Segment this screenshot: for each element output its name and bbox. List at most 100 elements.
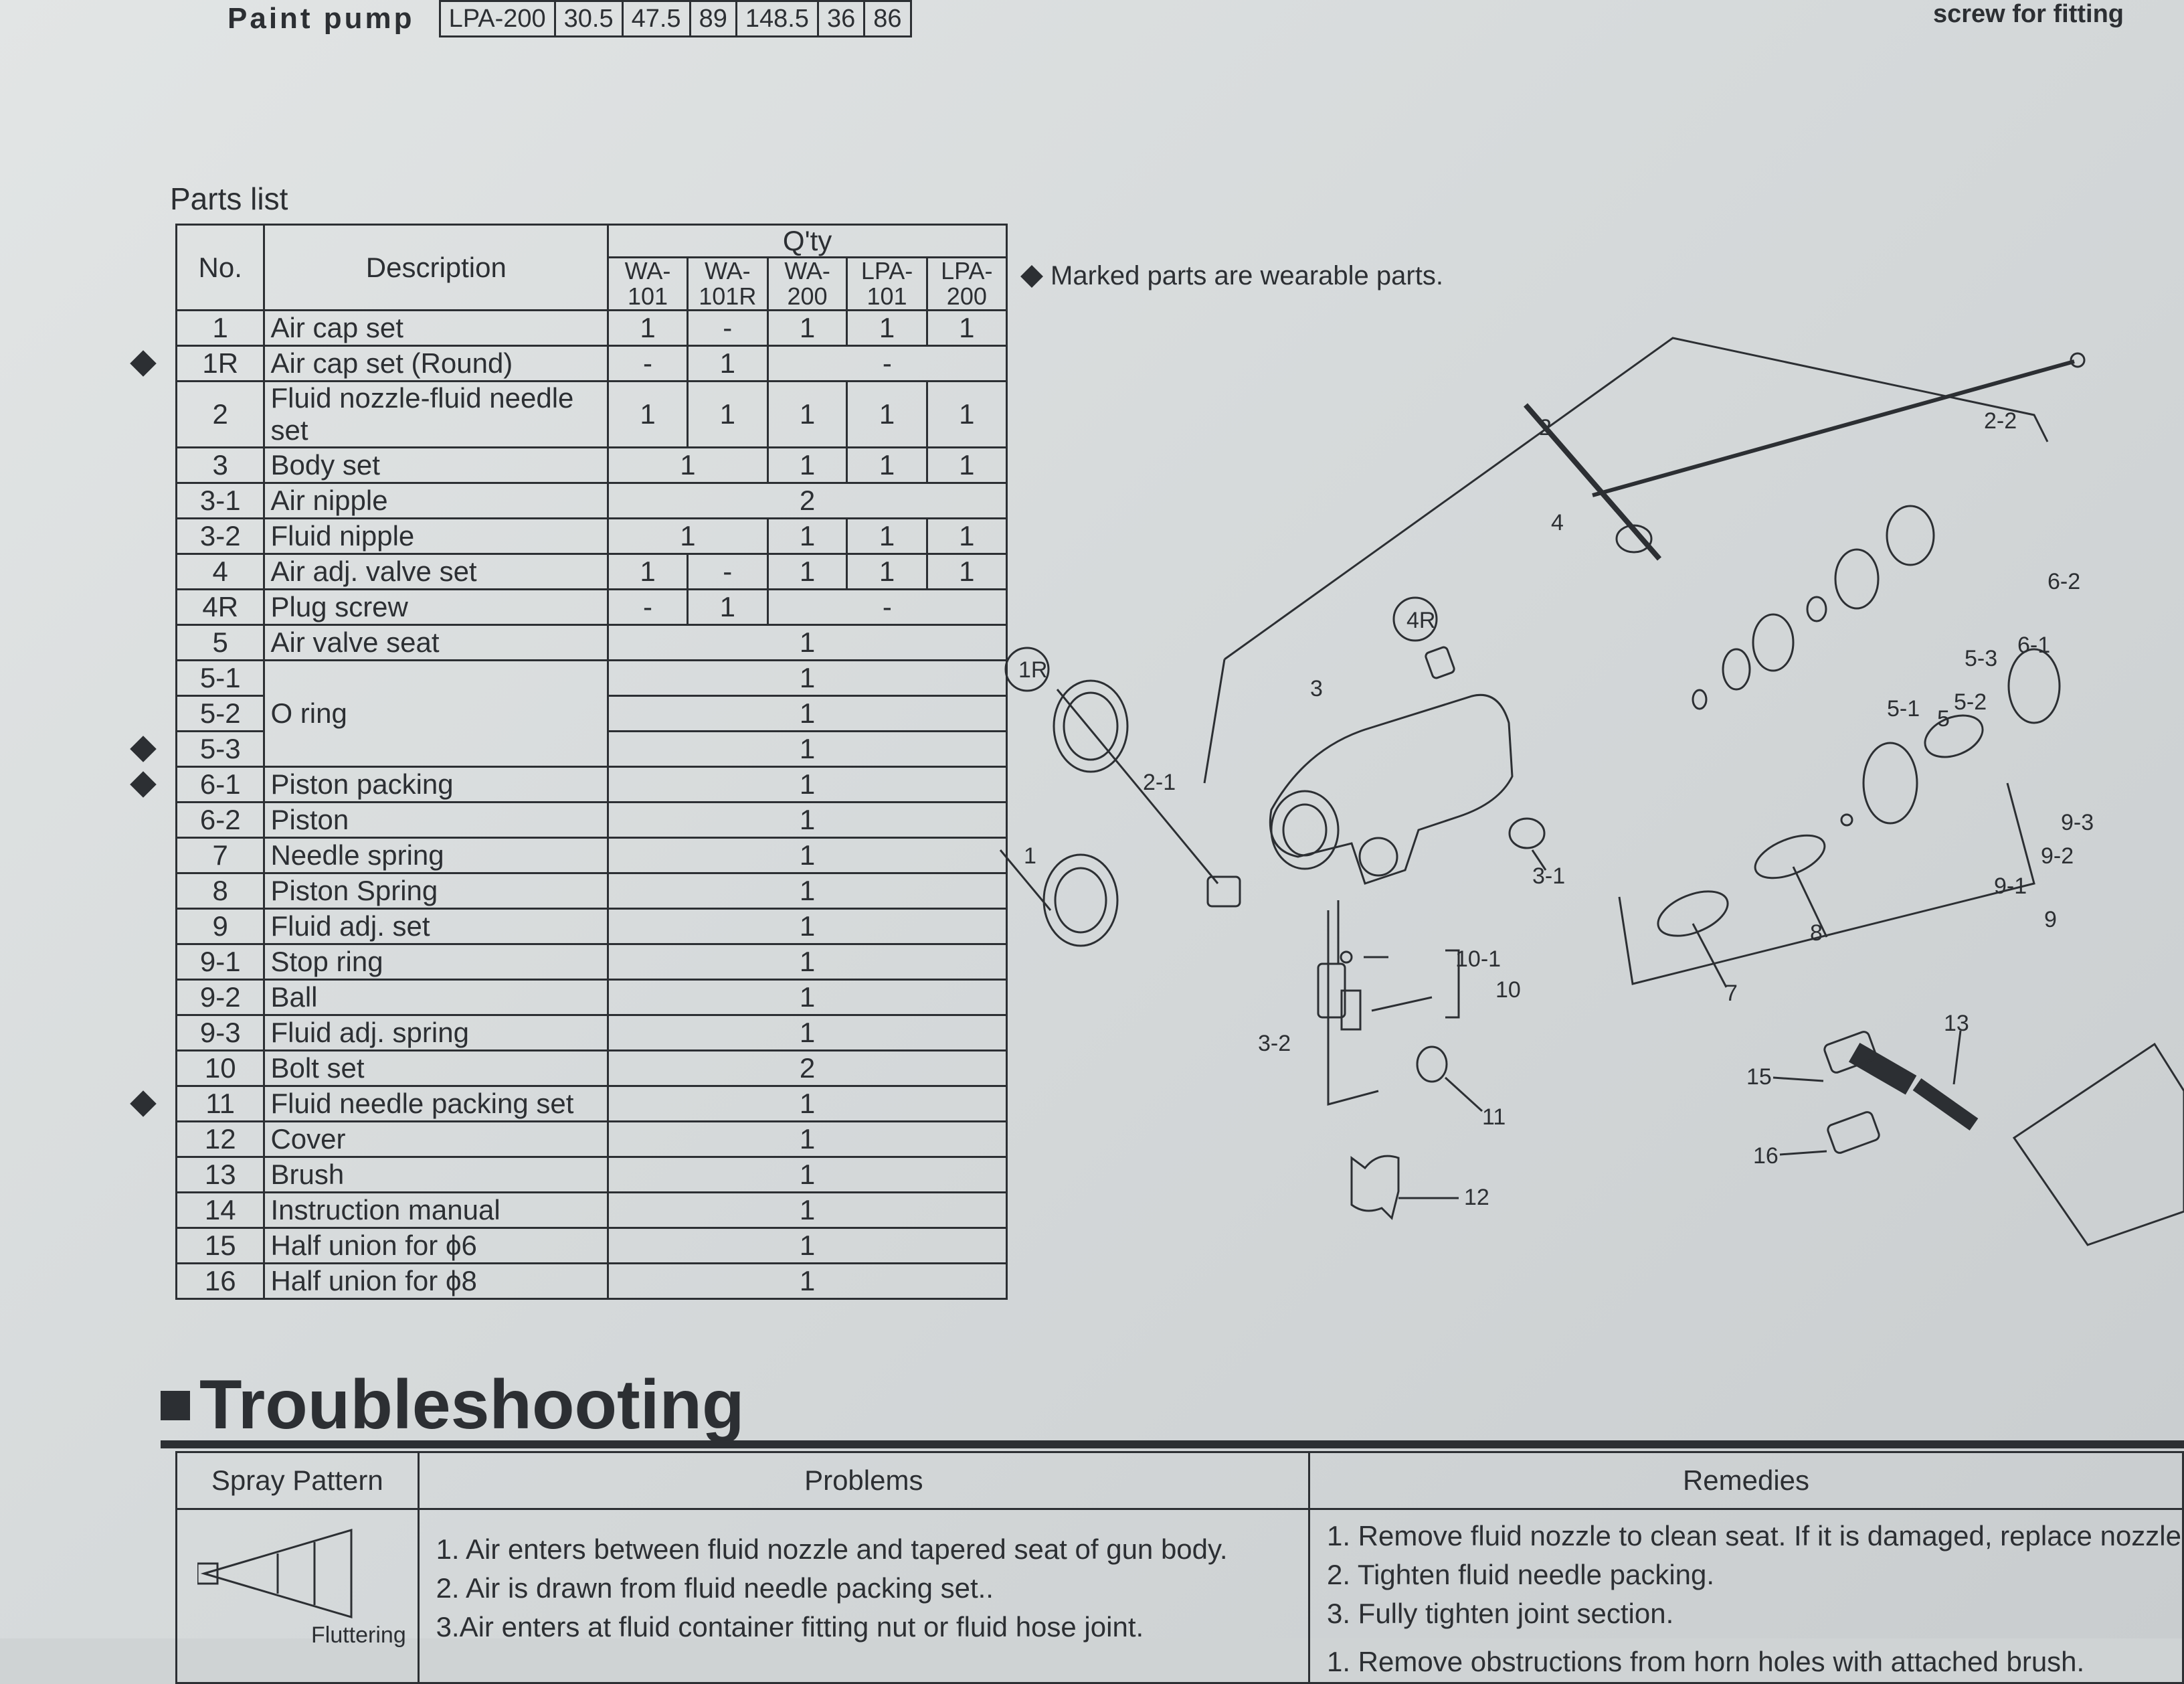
model-header: LPA-101 [846,256,928,311]
dimension-cell: 30.5 [553,0,624,37]
quantity-cell: 1 [766,446,848,484]
part-number: 1R [175,345,266,382]
parts-row: 5-3 1 [175,730,1008,768]
quantity-cell: 1 [607,553,689,590]
quantity-cell: 1 [607,1227,1008,1264]
diagram-callout-label: 9-3 [2061,810,2094,835]
label-circle-4r [1392,596,1438,642]
fluid-needle [1592,359,2075,497]
needle-group-bracket [1224,337,2049,661]
model-header: LPA-200 [925,256,1008,311]
diagram-callout-label: 10-1 [1455,946,1501,972]
part-description: Air cap set (Round) [263,345,610,382]
part-number: 5-1 [175,659,266,697]
quantity-cell: 1 [607,1085,1008,1122]
wearable-parts-note: Marked parts are wearable parts. [1020,261,1443,291]
quantity-cell: - [686,309,769,347]
diagram-callout-label: 5-3 [1965,646,1997,671]
quantity-cell: 1 [607,624,1008,661]
quantity-cell: 1 [607,908,1008,945]
part-description: Stop ring [263,943,610,981]
diagram-callout-label: 6-1 [2017,633,2050,658]
part-description: Fluid adj. spring [263,1014,610,1051]
part-description: Ball [263,979,610,1016]
diagram-callout-label: 5 [1937,706,1950,732]
quantity-cell: - [766,345,1008,382]
part-description: Fluid nipple [263,517,610,555]
cover [1350,1155,1400,1220]
o-ring-5-2 [1722,648,1751,691]
quantity-cell: 1 [607,943,1008,981]
label-circle-1r [1004,647,1050,692]
quantity-cell: 2 [607,482,1008,519]
part-number: 5-2 [175,695,266,732]
col-no-header: No. [175,224,266,311]
part-number: 14 [175,1191,266,1229]
quantity-cell: 1 [607,1120,1008,1158]
part-description: Bolt set [263,1049,610,1087]
air-valve-seat [1752,613,1795,672]
part-number: 3-2 [175,517,266,555]
dimension-cell: 36 [816,0,866,37]
remedy-item: 2. Tighten fluid needle packing. [1326,1559,1715,1590]
quantity-cell: 1 [607,730,1008,768]
part-number: 1 [175,309,266,347]
quantity-cell: 1 [766,517,848,555]
square-bullet-icon [161,1390,190,1420]
part-number: 15 [175,1227,266,1264]
quantity-cell: 1 [766,309,848,347]
part-description: Plug screw [263,588,610,626]
dimension-cell: 89 [689,0,737,37]
o-ring-5-1 [1692,689,1708,710]
troubleshooting-title: Troubleshooting [199,1366,745,1444]
fluid-adj-spring [1924,714,1984,758]
diagram-callout-label: 16 [1753,1143,1779,1169]
diagram-callout-label: 3-1 [1532,863,1565,889]
part-description: Instruction manual [263,1191,610,1229]
part-description: Piston Spring [263,872,610,910]
problems-cell: 1. Air enters between fluid nozzle and t… [417,1508,1310,1684]
problem-item: 2. Air is drawn from fluid needle packin… [436,1572,994,1604]
diagram-callout-label: 10 [1495,977,1521,1003]
part-number: 3 [175,446,266,484]
part-number: 4 [175,553,266,590]
gun-body [1269,693,1514,885]
quantity-cell: 1 [607,380,689,448]
quantity-cell: 1 [607,517,769,555]
diagram-callout-label: 9-1 [1994,873,2027,899]
part-number: 11 [175,1085,266,1122]
spray-pattern-cell: Fluttering [175,1508,420,1684]
part-description: Half union for ϕ6 [263,1227,610,1264]
part-number: 5-3 [175,730,266,768]
air-cap [1042,853,1119,947]
problem-item: 3.Air enters at fluid container fitting … [436,1611,1144,1643]
quantity-cell: 1 [607,659,1008,697]
part-description: Air nipple [263,482,610,519]
diagram-callout-label: 3-2 [1258,1031,1291,1056]
quantity-cell: 1 [607,766,1008,803]
quantity-cell: 1 [607,837,1008,874]
dimension-cell: 47.5 [621,0,691,37]
part-description: Needle spring [263,837,610,874]
spring-group-bracket [1618,782,2035,985]
diagram-callout-label: 12 [1464,1185,1489,1210]
piston [1886,505,1935,566]
air-valve-stem [1523,403,1662,561]
part-description: Air valve seat [263,624,610,661]
diagram-callout-label: 2 [1539,415,1552,440]
diagram-callout-label: 4 [1551,510,1564,535]
